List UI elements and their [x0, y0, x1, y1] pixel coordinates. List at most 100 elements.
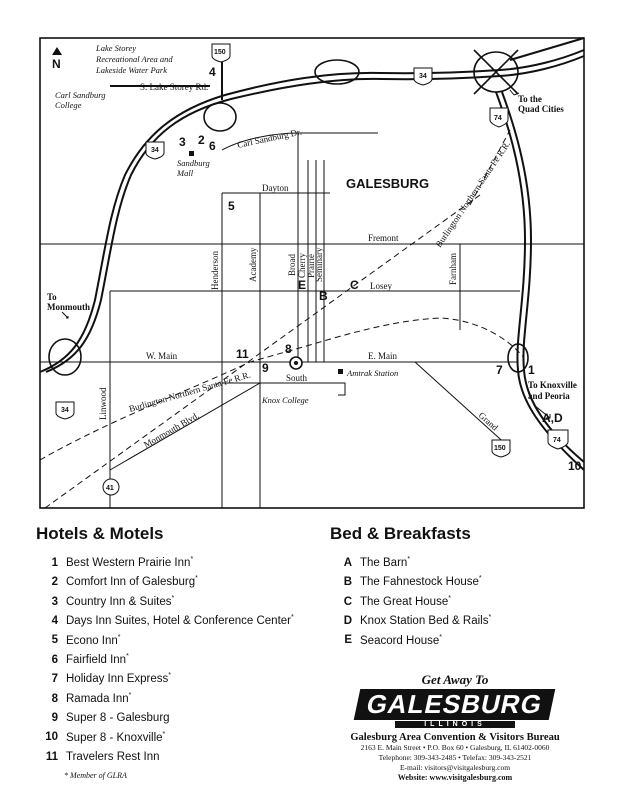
marker-B: B: [319, 289, 328, 303]
shield-us34-top: 34: [419, 73, 427, 80]
marker-1: 1: [528, 363, 535, 377]
legend-star: *: [162, 730, 166, 738]
marker-C: C: [350, 278, 359, 292]
brand-website: Website: www.visitgalesburg.com: [397, 773, 513, 782]
legend-key: 9: [51, 711, 58, 724]
legend-name: The Great House: [360, 595, 449, 608]
marker-10: 10: [568, 459, 582, 473]
legend-name: The Barn: [360, 556, 408, 569]
marker-11: 11: [236, 347, 249, 361]
monmouth-line-1: To: [47, 292, 57, 302]
shield-i74-bottom: 74: [553, 437, 561, 444]
legend-name: Super 8 - Knoxville: [66, 731, 163, 744]
i74-top-shield-icon: 74: [489, 107, 509, 128]
legend-star: *: [291, 614, 294, 622]
brand-phones: Telephone: 309-343-2485 • Telefax: 309-3…: [378, 753, 532, 762]
legend-key: D: [343, 615, 352, 627]
legend-star: *: [190, 556, 194, 563]
legend-star: *: [439, 633, 443, 641]
legend-key: 6: [51, 653, 58, 666]
legend-item: 1 Best Western Prairie Inn*: [36, 550, 294, 569]
legend-name: Travelers Rest Inn: [66, 750, 160, 763]
legend-star: *: [488, 614, 492, 622]
mall-line-2: Mall: [176, 168, 194, 178]
legend-key: 5: [51, 634, 58, 647]
legend-key: 4: [51, 615, 58, 627]
street-e-main: E. Main: [368, 351, 397, 361]
legend-key: 3: [51, 595, 58, 608]
brand-tagline: Get Away To: [421, 672, 489, 687]
amtrak-marker-icon: [338, 369, 343, 374]
marker-4: 4: [209, 65, 216, 79]
marker-AD: A,D: [542, 411, 563, 425]
legend-name: Ramada Inn: [66, 692, 129, 705]
lake-storey-line-1: Lake Storey: [95, 43, 136, 53]
ramada-circle-icon: [289, 356, 303, 370]
marker-7: 7: [496, 363, 503, 377]
legend-star: *: [128, 691, 132, 699]
north-label: N: [52, 57, 61, 71]
street-linwood: Linwood: [98, 387, 108, 420]
marker-E: E: [298, 278, 306, 292]
shield-us34-bottom: 34: [61, 407, 69, 414]
street-dayton: Dayton: [262, 183, 289, 193]
street-prairie: Prairie: [306, 254, 316, 278]
us34-top-shield-icon: 34: [413, 67, 433, 86]
legend-key: 7: [51, 673, 58, 686]
legend-star: *: [126, 652, 129, 660]
legend-star: *: [478, 575, 482, 583]
legend-name: Super 8 - Galesburg: [66, 711, 170, 724]
legend-name: Seacord House: [360, 634, 440, 647]
legend-item: 9 Super 8 - Galesburg: [36, 705, 294, 724]
legend-item: 6 Fairfield Inn*: [36, 647, 294, 666]
shield-i74-top: 74: [494, 115, 502, 122]
legend-name: Best Western Prairie Inn: [66, 556, 191, 569]
brand-address: 2163 E. Main Street • P.O. Box 60 • Gale…: [360, 743, 550, 752]
street-cherry: Cherry: [297, 253, 307, 278]
amtrak-label: Amtrak Station: [346, 368, 398, 378]
street-losey: Losey: [370, 281, 392, 291]
legend-star: *: [117, 633, 121, 641]
street-henderson: Henderson: [210, 251, 220, 290]
legend-name: Fairfield Inn: [66, 653, 127, 666]
knox-college-label: Knox College: [261, 395, 309, 405]
hotels-legend: Hotels & Motels 1 Best Western Prairie In…: [36, 524, 294, 763]
marker-2: 2: [198, 133, 205, 147]
street-fremont: Fremont: [368, 233, 399, 243]
knoxville-line-2: and Peoria: [528, 391, 570, 401]
hotels-heading: Hotels & Motels: [36, 524, 164, 543]
brand-email: E-mail: visitors@visitgalesburg.com: [399, 763, 511, 772]
legend-key: 1: [51, 556, 58, 569]
direction-arrows-icon: [61, 89, 551, 419]
us34-left-shield-icon: 34: [145, 141, 165, 160]
member-note: * Member of GLRA: [64, 771, 127, 780]
shield-us150-bottom: 150: [494, 445, 506, 452]
monmouth-line-2: Monmouth: [47, 302, 90, 312]
mall-marker-icon: [189, 151, 194, 156]
city-label: GALESBURG: [346, 176, 429, 191]
lake-storey-line-2: Recreational Area and: [95, 54, 173, 64]
street-seminary: Seminary: [314, 247, 324, 282]
i74-bottom-shield-icon: 74: [547, 429, 569, 450]
legend-star: *: [168, 672, 172, 680]
mall-line-1: Sandburg: [177, 158, 210, 168]
i74-route: [495, 37, 585, 471]
knoxville-line-1: To Knoxville: [528, 380, 577, 390]
legend-key: A: [343, 556, 352, 569]
marker-3: 3: [179, 135, 186, 149]
galesburg-map: N Lake Storey Recreational Area and Lake…: [39, 37, 585, 509]
college-line-2: College: [55, 100, 82, 110]
legend-star: *: [171, 594, 175, 602]
marker-8: 8: [285, 342, 292, 356]
